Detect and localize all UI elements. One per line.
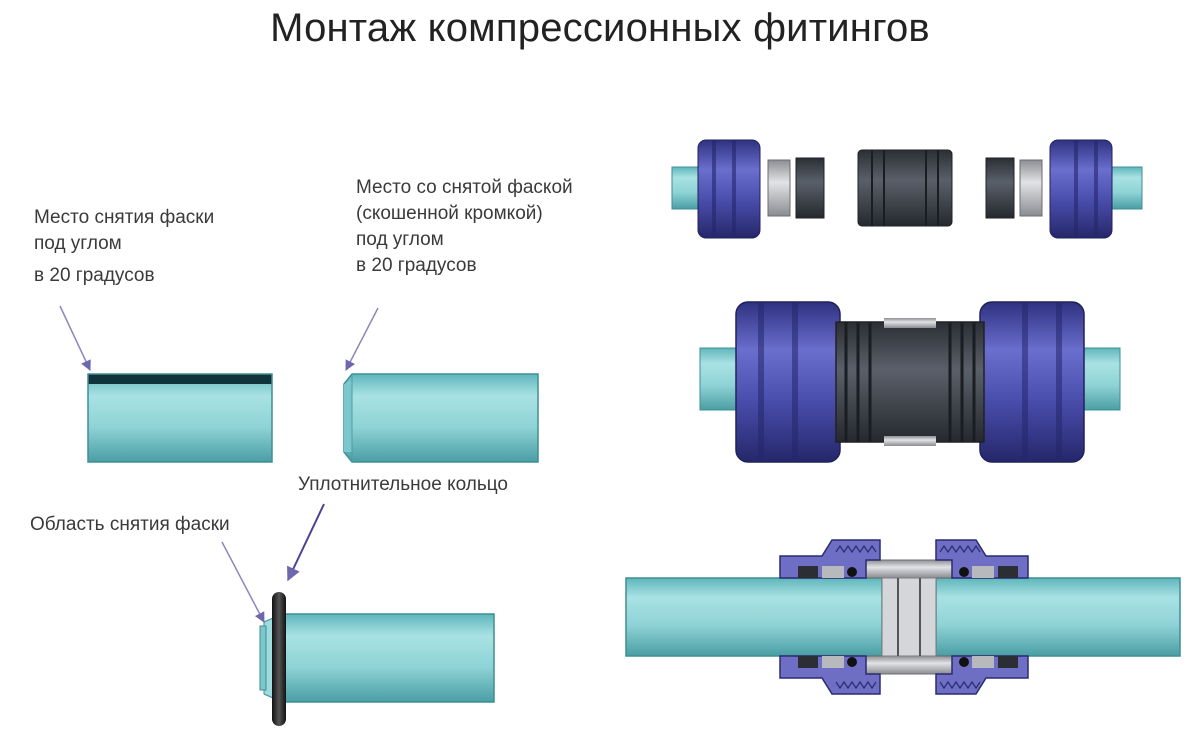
label-chamfered-place-line-1: Место со снятой фаской: [356, 177, 573, 198]
fitting-cross-section: [625, 539, 1181, 695]
label-chamfered-place-line-2: (скошенной кромкой): [356, 203, 543, 224]
label-seal-ring: Уплотнительное кольцо: [298, 474, 508, 495]
page-title: Монтаж компрессионных фитингов: [270, 6, 930, 50]
pointer-chamfered-place: [345, 307, 379, 371]
fitting-exploded: [671, 139, 1143, 239]
pipe-with-seal-ring: [259, 592, 495, 726]
label-chamfer-place-line-1: Место снятия фаски: [34, 207, 215, 228]
label-chamfer-place: Место снятия фаски под углом в 20 градус…: [34, 205, 214, 289]
label-chamfered-place-line-4: в 20 градусов: [356, 255, 477, 276]
pipe-with-chamfer: [343, 373, 539, 463]
label-chamfer-place-line-3: в 20 градусов: [34, 265, 155, 286]
pointer-chamfer-place: [59, 305, 91, 371]
pointer-seal-ring: [287, 503, 325, 582]
pipe-before-chamfer: [87, 373, 273, 463]
fitting-assembled: [699, 301, 1121, 463]
label-chamfer-place-line-2: под углом: [34, 233, 122, 254]
label-chamfer-area: Область снятия фаски: [30, 514, 230, 535]
label-chamfered-place: Место со снятой фаской (скошенной кромко…: [356, 175, 573, 279]
pointer-chamfer-area: [221, 541, 265, 623]
seal-ring: [272, 592, 286, 726]
label-chamfered-place-line-3: под углом: [356, 229, 444, 250]
